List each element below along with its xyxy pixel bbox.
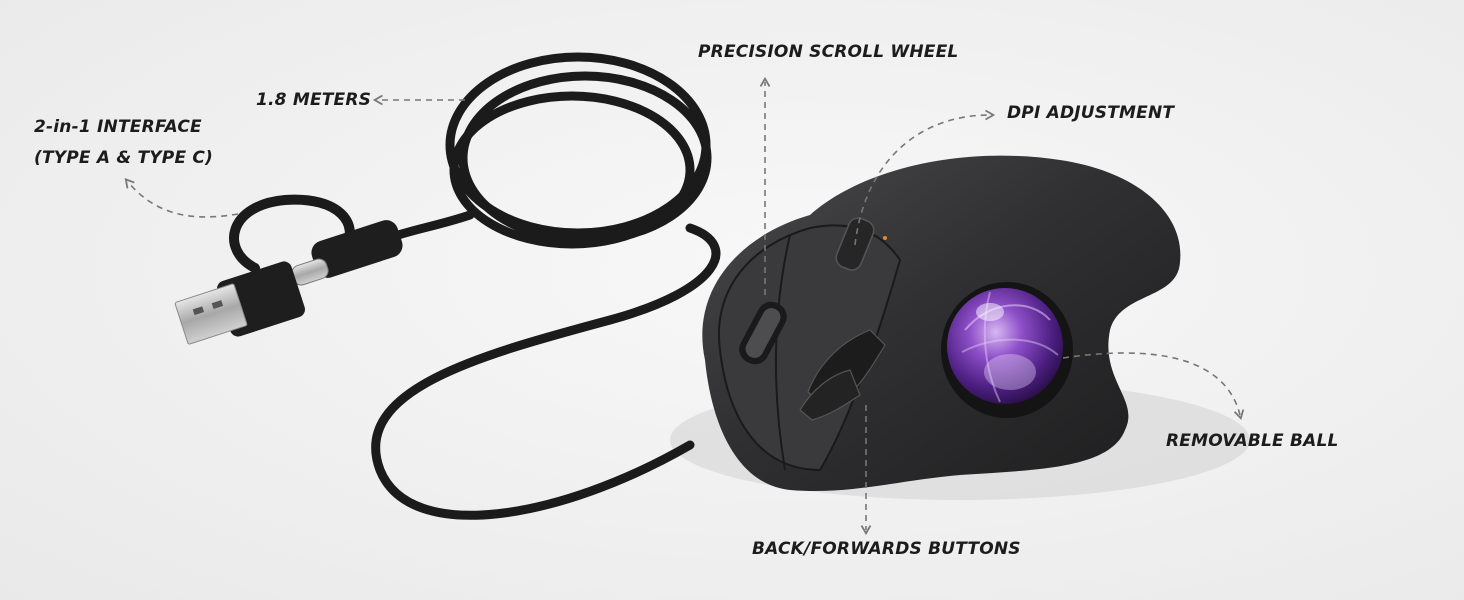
callout-line-interface (124, 178, 239, 218)
label-side-buttons: BACK/FORWARDS BUTTONS (752, 539, 1021, 559)
label-interface-line1: 2-in-1 INTERFACE (34, 117, 202, 137)
scroll-wheel (739, 301, 787, 365)
type-c-connector (291, 220, 403, 286)
callout-line-ball (1062, 352, 1245, 421)
callout-lines (124, 76, 1245, 536)
label-cable-length: 1.8 METERS (256, 90, 372, 110)
trackball (947, 288, 1063, 404)
label-ball: REMOVABLE BALL (1166, 431, 1339, 451)
button-split-line (774, 234, 791, 471)
cable-to-mouse (371, 223, 721, 520)
callout-line-dpi (854, 109, 996, 246)
label-scroll-wheel: PRECISION SCROLL WHEEL (698, 42, 959, 62)
label-interface-line2: (TYPE A & TYPE C) (34, 147, 214, 168)
cable-to-adapter (390, 210, 475, 241)
label-interface: 2-in-1 INTERFACE (TYPE A & TYPE C) (34, 112, 213, 173)
label-dpi: DPI ADJUSTMENT (1007, 103, 1175, 123)
usb-a-connector (174, 261, 305, 345)
adapter-loop (229, 194, 355, 273)
cable-coil (445, 52, 712, 249)
main-buttons-area (717, 224, 902, 472)
side-buttons (799, 329, 886, 421)
